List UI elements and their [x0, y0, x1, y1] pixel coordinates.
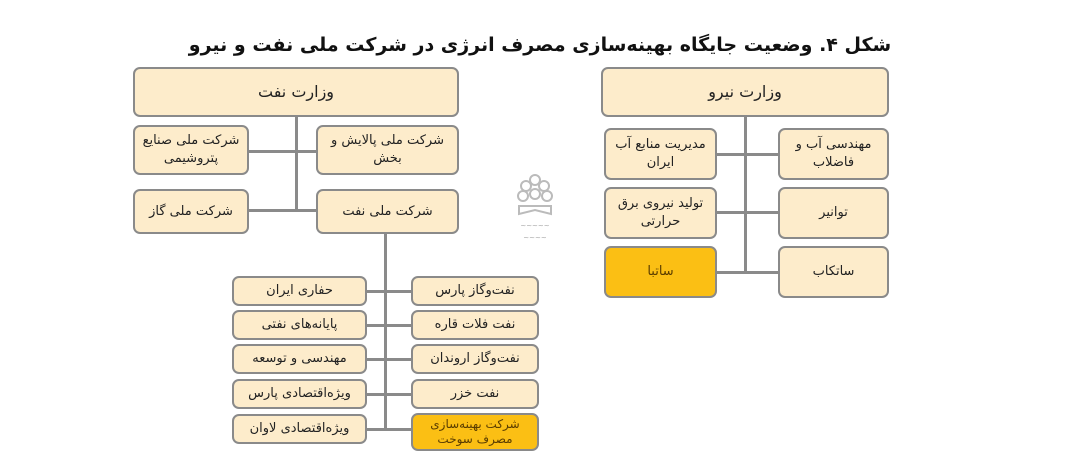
connector [366, 428, 412, 431]
connector [716, 211, 780, 214]
thermal-power-box: تولید نیروی برق حرارتی [604, 187, 717, 239]
svg-text:~~~~~: ~~~~~ [520, 222, 549, 230]
subsidiary-box: نفت‌وگاز پارس [411, 276, 539, 306]
nioc-box: شرکت ملی نفت [316, 189, 459, 234]
connector [366, 358, 412, 361]
oil-ministry-box: وزارت نفت [133, 67, 459, 117]
connector [295, 117, 298, 212]
refining-box: شرکت ملی پالایش و بخش [316, 125, 459, 175]
subsidiary-box: پایانه‌های نفتی [232, 310, 367, 340]
subsidiary-box: ویژه‌اقتصادی لاوان [232, 414, 367, 444]
connector [384, 234, 387, 429]
subsidiary-box: نفت فلات قاره [411, 310, 539, 340]
satba-box: ساتبا [604, 246, 717, 298]
subsidiary-box: نفت‌وگاز اروندان [411, 344, 539, 374]
fuel-optimization-box: شرکت بهینه‌سازی مصرف سوخت [411, 413, 539, 451]
connector [366, 290, 412, 293]
connector [716, 271, 780, 274]
water-engineering-box: مهندسی آب و فاضلاب [778, 128, 889, 180]
connector [248, 150, 318, 153]
energy-ministry-box: وزارت نیرو [601, 67, 889, 117]
petrochem-box: شرکت ملی صنایع پتروشیمی [133, 125, 249, 175]
connector [366, 324, 412, 327]
research-center-logo-icon: ~~~~~ ~~~~ [517, 174, 553, 242]
subsidiary-box: نفت خزر [411, 379, 539, 409]
connector [248, 209, 318, 212]
subsidiary-box: حفاری ایران [232, 276, 367, 306]
water-resources-box: مدیریت منابع آب ایران [604, 128, 717, 180]
connector [366, 393, 412, 396]
subsidiary-box: ویژه‌اقتصادی پارس [232, 379, 367, 409]
connector [744, 117, 747, 274]
subsidiary-box: مهندسی و توسعه [232, 344, 367, 374]
svg-text:~~~~: ~~~~ [523, 234, 547, 242]
connector [716, 153, 780, 156]
figure-title: شکل ۴. وضعیت جایگاه بهینه‌سازی مصرف انرژ… [188, 34, 892, 56]
satkab-box: ساتکاب [778, 246, 889, 298]
gas-box: شرکت ملی گاز [133, 189, 249, 234]
tavanir-box: توانیر [778, 187, 889, 239]
